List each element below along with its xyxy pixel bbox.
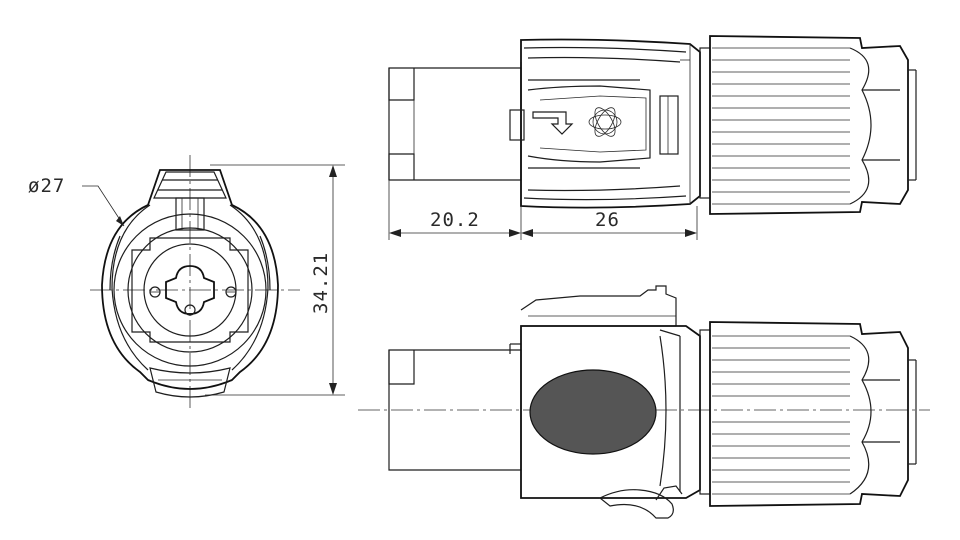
front-view: ø27 34.21 [28, 155, 345, 410]
knurl-lines-bottom [712, 335, 850, 495]
knurl-lines [712, 47, 850, 205]
grip-oval [529, 369, 657, 455]
logo-icon [588, 107, 622, 137]
length-body-label: 26 [595, 209, 620, 231]
top-side-view: 20.2 26 [388, 35, 917, 240]
diameter-label: ø27 [28, 175, 65, 197]
length-front-label: 20.2 [430, 209, 480, 231]
bottom-side-view [358, 285, 930, 519]
height-label: 34.21 [310, 252, 332, 314]
